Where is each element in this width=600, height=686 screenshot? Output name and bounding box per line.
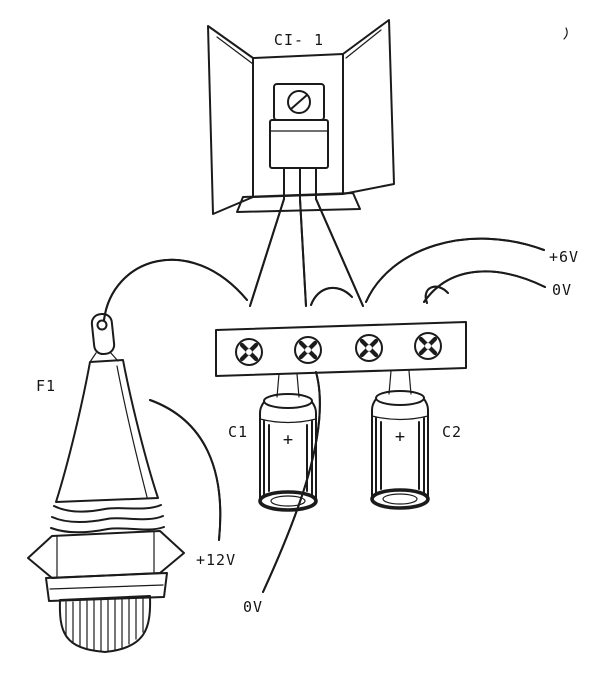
cap1-polarity-mark: + [283,430,293,450]
fuse-holder [27,312,185,653]
cap2-leads [388,370,412,395]
ic-legs [249,167,364,307]
cap1-bottom-ring [258,490,318,512]
label-fuse: F1 [36,377,56,395]
label-ic: CI- 1 [274,31,324,49]
fuse-knurl-cap [58,595,152,653]
cap2-polarity-mark: + [395,427,405,447]
fuse-flange [45,572,168,602]
labels: CI- 1 F1 C1 C2 +6V 0V +12V 0V [36,31,579,616]
heatsink-left-fold-line [216,36,254,65]
fuse-eyelet [90,312,116,356]
fuse-cone-body [55,359,159,503]
screw-slot [290,94,308,110]
mounting-screw-icon [287,90,311,114]
wire-plus12v [149,399,222,541]
fuse-hex-nut [27,530,185,579]
cap1-bottom-inner [270,495,306,507]
label-cap2: C2 [442,423,462,441]
ic-body [269,119,329,169]
label-plus6v: +6V [549,248,579,266]
cap1-left-side [259,401,265,502]
wire-0v-right [423,270,546,303]
cap1-leads [276,373,300,398]
wire-fuse-to-strip [103,258,248,321]
label-0v-bottom: 0V [243,598,263,616]
cap2-bottom-ring [370,488,430,510]
cap2-shading [375,417,425,494]
fuse-flange-line [49,584,164,590]
wire-stub-terminal-2 [310,286,353,306]
wire-plus6v [365,237,545,303]
cap2-left-side [371,398,377,500]
fuse-thread-3 [50,526,165,534]
label-plus12v: +12V [196,551,236,569]
wire-0v-bottom [262,371,321,593]
label-cap1: C1 [228,423,248,441]
terminal-strip [215,321,467,377]
stray-ink-mark [563,27,568,40]
ic-leg-left [249,167,285,307]
heatsink-base-lip [236,192,361,213]
stray-ink-dot [591,317,594,320]
terminal-screw-1 [235,338,263,366]
fuse-nut-facets [56,530,155,578]
cap1-top [263,393,313,409]
terminal-strip-body [215,321,467,377]
heatsink-right-fold-line [345,29,382,59]
capacitor-c1: + [258,373,318,512]
cap1-shading [263,420,313,496]
cap1-crimp-groove [259,418,317,424]
cap2-right-side [423,398,429,500]
cap2-crimp-groove [371,415,429,421]
fuse-eyelet-hole [96,319,108,331]
heatsink-right-wing [342,19,395,195]
cap2-top [375,390,425,406]
cap1-right-side [311,401,317,502]
terminal-screw-4 [414,332,442,360]
terminal-screw-2 [294,336,322,364]
fuse-cone-seam [116,365,148,498]
ic-ci1 [269,83,329,169]
wires [103,237,546,593]
heatsink-left-wing [207,25,254,215]
terminal-screw-3 [355,334,383,362]
fuse-thread-2 [51,515,164,524]
capacitor-c2: + [370,370,430,510]
ic-leg-right [315,167,364,307]
cap2-bottom-inner [382,493,418,505]
heatsink-center-plate [252,53,344,198]
fuse-thread-1 [53,504,162,513]
label-0v-right: 0V [552,281,572,299]
fuse-knurl-lines [65,596,144,652]
